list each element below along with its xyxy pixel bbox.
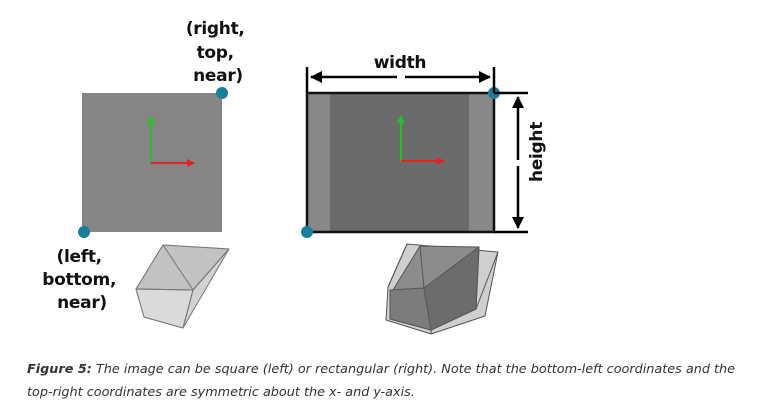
- width-dimension: [305, 67, 496, 93]
- label-top-right: (right, top, near): [186, 19, 250, 86]
- corner-dot-bottom-left: [78, 226, 90, 238]
- label-bottom-left-line-2: bottom,: [42, 270, 116, 290]
- figure-caption: Figure 5: The image can be square (left)…: [27, 358, 762, 404]
- figure-diagram: (right, top, near) (left, bottom, near) …: [42, 19, 547, 335]
- label-bottom-left-line-1: (left,: [57, 247, 102, 267]
- label-bottom-left-line-3: near): [57, 293, 107, 313]
- rect-image-left-band: [307, 93, 330, 232]
- height-label: height: [527, 122, 547, 182]
- width-label: width: [374, 53, 426, 73]
- caption-text: The image can be square (left) or rectan…: [27, 362, 736, 400]
- height-dimension: [494, 91, 528, 234]
- label-top-right-line-2: top,: [197, 43, 234, 63]
- frustum-sketch-left: [135, 244, 230, 329]
- corner-dot-top-right: [216, 87, 228, 99]
- frustum-sketch-right: [385, 243, 499, 335]
- square-image-panel: [78, 87, 228, 238]
- rect-image-panel: [301, 87, 500, 238]
- rect-image-inner: [307, 93, 494, 232]
- caption-figure-label: Figure 5:: [27, 362, 92, 377]
- label-top-right-line-1: (right,: [186, 19, 245, 39]
- label-top-right-line-3: near): [193, 66, 243, 86]
- rect-image-right-band: [469, 93, 494, 232]
- label-bottom-left: (left, bottom, near): [42, 247, 121, 313]
- rect-image-border: [305, 91, 496, 234]
- corner-dot-bottom-left-rect: [301, 226, 313, 238]
